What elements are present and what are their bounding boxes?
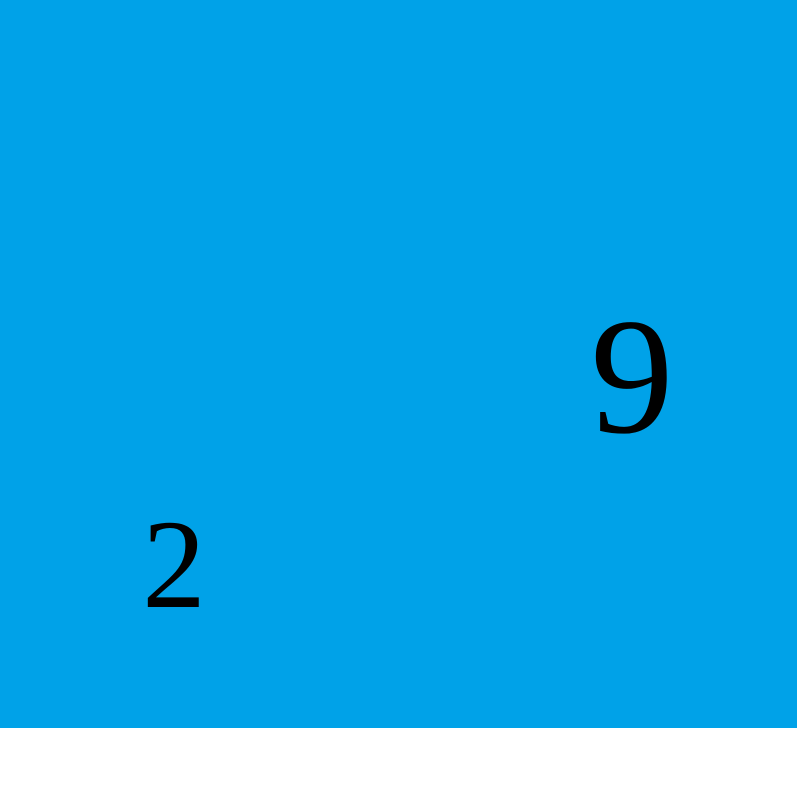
blue-rectangle: 9 2	[0, 0, 797, 728]
digit-two: 2	[142, 495, 206, 635]
digit-nine: 9	[590, 284, 674, 468]
